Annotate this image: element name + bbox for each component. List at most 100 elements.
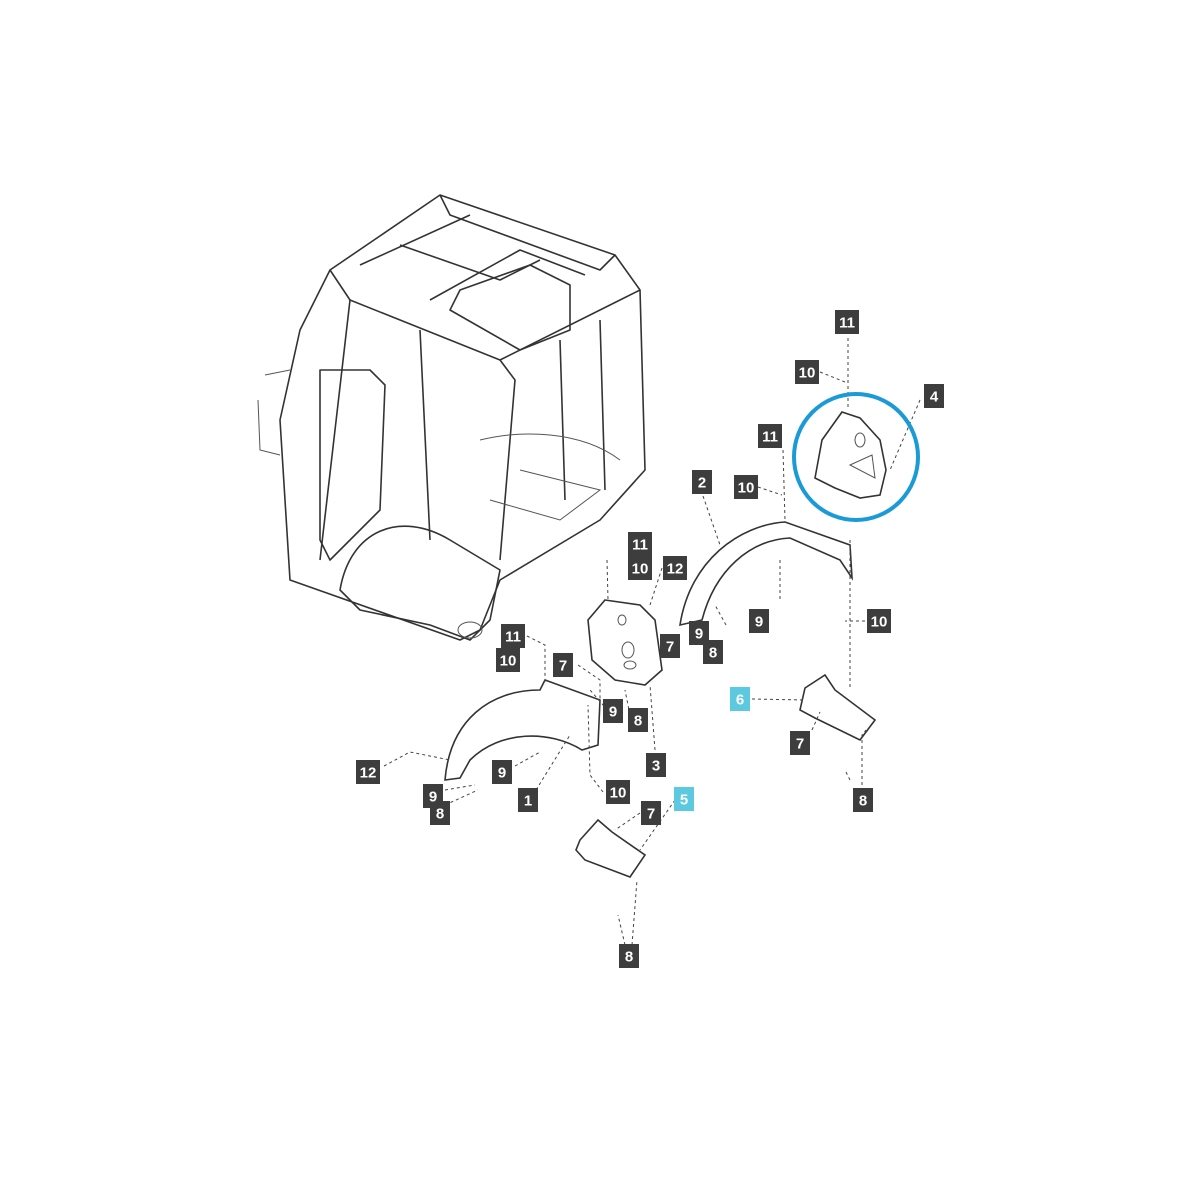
callout-10[interactable]: 10 bbox=[734, 475, 758, 499]
part-2-fender bbox=[679, 521, 853, 627]
callout-number: 6 bbox=[736, 692, 744, 709]
callout-7[interactable]: 7 bbox=[641, 801, 661, 825]
callout-number: 1 bbox=[524, 793, 532, 810]
callout-number: 4 bbox=[930, 389, 939, 406]
callout-4[interactable]: 4 bbox=[924, 384, 944, 408]
callout-9[interactable]: 9 bbox=[423, 784, 443, 808]
callout-number: 11 bbox=[762, 429, 778, 446]
callout-number: 5 bbox=[680, 792, 688, 809]
callout-7[interactable]: 7 bbox=[790, 731, 810, 755]
callout-number: 12 bbox=[360, 765, 377, 782]
callout-box bbox=[663, 556, 687, 580]
callout-number: 7 bbox=[647, 806, 655, 823]
part-6-step bbox=[799, 673, 877, 742]
callout-box bbox=[518, 788, 538, 812]
callout-box bbox=[758, 424, 782, 448]
callout-number: 11 bbox=[632, 537, 648, 554]
callout-10[interactable]: 10 bbox=[496, 648, 520, 672]
callout-box bbox=[734, 475, 758, 499]
callout-number: 11 bbox=[505, 629, 521, 646]
callout-box bbox=[749, 609, 769, 633]
callout-box bbox=[628, 556, 652, 580]
callout-12[interactable]: 12 bbox=[663, 556, 687, 580]
callout-7[interactable]: 7 bbox=[660, 634, 680, 658]
callout-10[interactable]: 10 bbox=[606, 780, 630, 804]
callout-box bbox=[795, 360, 819, 384]
callout-7[interactable]: 7 bbox=[553, 653, 573, 677]
callout-9[interactable]: 9 bbox=[689, 621, 709, 645]
callout-number: 8 bbox=[625, 949, 633, 966]
callout-number: 8 bbox=[436, 806, 444, 823]
callout-number: 3 bbox=[652, 758, 660, 775]
callout-10[interactable]: 10 bbox=[867, 609, 891, 633]
callout-10[interactable]: 10 bbox=[795, 360, 819, 384]
callout-number: 8 bbox=[634, 713, 642, 730]
selection-circle[interactable] bbox=[792, 392, 920, 522]
callout-box bbox=[492, 760, 512, 784]
callout-box bbox=[619, 944, 639, 968]
callout-11[interactable]: 11 bbox=[758, 424, 782, 448]
callout-number: 12 bbox=[667, 561, 684, 578]
part-5-step bbox=[575, 818, 647, 878]
callout-number: 8 bbox=[859, 793, 867, 810]
part-1-fender bbox=[444, 679, 601, 781]
callout-box bbox=[835, 310, 859, 334]
callout-9[interactable]: 9 bbox=[492, 760, 512, 784]
callout-8[interactable]: 8 bbox=[619, 944, 639, 968]
callout-box bbox=[660, 634, 680, 658]
callout-number: 11 bbox=[839, 315, 855, 332]
callout-2[interactable]: 2 bbox=[692, 470, 712, 494]
callout-box bbox=[496, 648, 520, 672]
callout-number: 9 bbox=[429, 789, 437, 806]
callout-number: 10 bbox=[500, 653, 517, 670]
cab-frame-drawing bbox=[257, 194, 646, 641]
callout-box bbox=[867, 609, 891, 633]
callout-number: 7 bbox=[796, 736, 804, 753]
callout-number: 10 bbox=[632, 561, 649, 578]
callout-3[interactable]: 3 bbox=[646, 753, 666, 777]
callout-box bbox=[730, 687, 750, 711]
callout-box bbox=[423, 784, 443, 808]
callout-number: 10 bbox=[738, 480, 755, 497]
callout-box bbox=[692, 470, 712, 494]
callout-number: 9 bbox=[498, 765, 506, 782]
callout-box bbox=[853, 788, 873, 812]
callout-box bbox=[924, 384, 944, 408]
part-3-panel bbox=[587, 599, 663, 686]
callout-1[interactable]: 1 bbox=[518, 788, 538, 812]
callout-box bbox=[689, 621, 709, 645]
callout-box bbox=[553, 653, 573, 677]
callout-12[interactable]: 12 bbox=[356, 760, 380, 784]
callout-box bbox=[501, 624, 525, 648]
callout-8[interactable]: 8 bbox=[628, 708, 648, 732]
callout-box bbox=[628, 708, 648, 732]
callout-number: 10 bbox=[799, 365, 816, 382]
callout-5[interactable]: 5 bbox=[674, 787, 694, 811]
callout-number: 7 bbox=[666, 639, 674, 656]
callout-11[interactable]: 11 bbox=[628, 532, 652, 556]
callout-number: 10 bbox=[610, 785, 627, 802]
callout-11[interactable]: 11 bbox=[501, 624, 525, 648]
callout-number: 10 bbox=[871, 614, 888, 631]
callout-box bbox=[606, 780, 630, 804]
callout-number: 9 bbox=[755, 614, 763, 631]
callout-8[interactable]: 8 bbox=[853, 788, 873, 812]
callout-8[interactable]: 8 bbox=[703, 640, 723, 664]
callout-6[interactable]: 6 bbox=[730, 687, 750, 711]
callout-number: 9 bbox=[609, 704, 617, 721]
callout-10[interactable]: 10 bbox=[628, 556, 652, 580]
callout-number: 7 bbox=[559, 658, 567, 675]
callout-9[interactable]: 9 bbox=[749, 609, 769, 633]
callout-box bbox=[790, 731, 810, 755]
callout-box bbox=[646, 753, 666, 777]
callout-box bbox=[641, 801, 661, 825]
callout-box bbox=[356, 760, 380, 784]
callout-11[interactable]: 11 bbox=[835, 310, 859, 334]
callout-box bbox=[703, 640, 723, 664]
callout-9[interactable]: 9 bbox=[603, 699, 623, 723]
callout-box bbox=[603, 699, 623, 723]
callout-number: 9 bbox=[695, 626, 703, 643]
callout-box bbox=[628, 532, 652, 556]
part-4-panel bbox=[814, 411, 887, 499]
